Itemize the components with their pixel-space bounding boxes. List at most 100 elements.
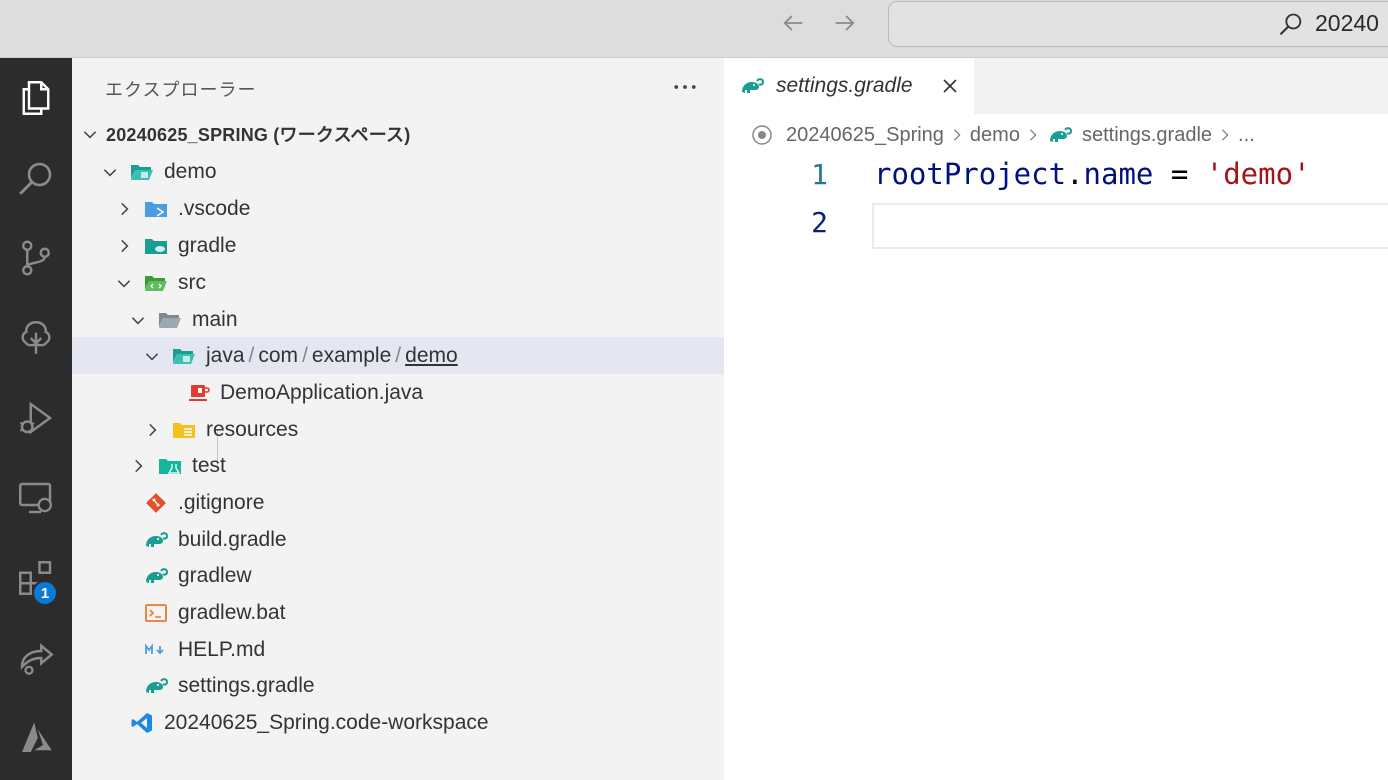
tree-row-main[interactable]: main	[72, 301, 724, 338]
current-line-highlight	[872, 203, 1388, 249]
folder-src-icon	[142, 270, 170, 296]
close-icon[interactable]	[938, 74, 962, 98]
command-center-search[interactable]: 20240	[888, 1, 1388, 47]
path-separator: /	[395, 343, 402, 367]
azure-button[interactable]	[0, 698, 72, 778]
breadcrumb-ellipsis[interactable]: ...	[1238, 123, 1255, 146]
live-share-button[interactable]	[0, 618, 72, 698]
editor-area: settings.gradle 20240625_Spring demo set…	[724, 58, 1388, 780]
search-icon	[19, 162, 52, 195]
git-file-icon	[142, 490, 170, 516]
chevron-right-icon	[953, 129, 961, 141]
path-segment-com[interactable]: com	[258, 343, 299, 367]
gradle-icon	[142, 527, 170, 553]
files-icon	[22, 81, 50, 115]
tab-settings-gradle[interactable]: settings.gradle	[724, 58, 974, 114]
tree-row-code-workspace[interactable]: 20240625_Spring.code-workspace	[72, 704, 724, 741]
azure-icon	[22, 722, 52, 752]
tree-row-gitignore[interactable]: .gitignore	[72, 484, 724, 521]
forward-arrow-icon[interactable]	[828, 8, 862, 38]
workspace-root-label: 20240625_SPRING (ワークスペース)	[106, 124, 411, 145]
remote-explorer-button[interactable]	[0, 458, 72, 538]
search-view-button[interactable]	[0, 138, 72, 218]
chevron-right-icon	[126, 454, 150, 478]
breadcrumb-file[interactable]: settings.gradle	[1081, 123, 1213, 146]
tree-row-resources[interactable]: resources	[72, 411, 724, 448]
gradle-icon	[738, 73, 766, 99]
tree-item-label: demo	[164, 159, 217, 183]
tree-item-label: .vscode	[178, 196, 251, 220]
explorer-sidebar: エクスプローラー 20240625_SPRING (ワークスペース) demo …	[72, 58, 724, 780]
breadcrumb-workspace[interactable]: 20240625_Spring	[786, 123, 944, 146]
tree-row-src[interactable]: src	[72, 264, 724, 301]
source-control-icon	[21, 240, 50, 276]
vscode-icon	[128, 710, 156, 736]
explorer-button[interactable]	[0, 58, 72, 138]
run-debug-icon	[20, 401, 53, 435]
search-text: 20240	[1315, 10, 1379, 36]
source-control-button[interactable]	[0, 218, 72, 298]
activity-bar: 1	[0, 58, 72, 780]
sidebar-title: エクスプローラー	[105, 80, 257, 100]
folder-open-icon	[156, 307, 184, 333]
tab-label: settings.gradle	[776, 74, 913, 97]
chevron-right-icon	[1029, 129, 1037, 141]
code-identifier: rootProject	[874, 157, 1067, 191]
line-number: 2	[811, 206, 828, 239]
tree-row-test[interactable]: test	[72, 447, 724, 484]
chevron-right-icon	[112, 234, 136, 258]
extensions-badge: 1	[32, 580, 58, 606]
live-share-icon	[20, 643, 54, 675]
gradle-icon	[142, 563, 170, 589]
chevron-right-icon	[1221, 129, 1229, 141]
tree-item-label: main	[192, 307, 238, 331]
tree-row-demo[interactable]: demo	[72, 153, 724, 190]
extensions-button[interactable]	[0, 538, 72, 618]
tree-item-label: build.gradle	[178, 527, 287, 551]
tree-row-build-gradle[interactable]: build.gradle	[72, 521, 724, 558]
tree-row-java-package[interactable]: java / com / example / demo	[72, 337, 724, 374]
tree-row-vscode[interactable]: .vscode	[72, 190, 724, 227]
tree-item-label: gradlew	[178, 563, 252, 587]
tree-view-button[interactable]	[0, 298, 72, 378]
tree-row-gradlew-bat[interactable]: gradlew.bat	[72, 594, 724, 631]
path-segment-java[interactable]: java	[206, 343, 245, 367]
tree-row-help-md[interactable]: HELP.md	[72, 631, 724, 668]
tree-item-label: gradlew.bat	[178, 600, 286, 624]
breadcrumb: 20240625_Spring demo settings.gradle ...	[750, 120, 1255, 150]
tree-item-label: 20240625_Spring.code-workspace	[164, 710, 489, 734]
tree-item-label: .gitignore	[178, 490, 265, 514]
folder-open-icon	[128, 159, 156, 185]
tree-item-label: resources	[206, 417, 299, 441]
indent-guide	[217, 430, 218, 468]
line-number: 1	[811, 158, 828, 191]
folder-vscode-icon	[142, 196, 170, 222]
chevron-down-icon	[78, 122, 102, 146]
tree-row-workspace-root[interactable]: 20240625_SPRING (ワークスペース)	[72, 115, 724, 152]
folder-resources-icon	[170, 417, 198, 443]
more-actions-icon[interactable]	[670, 72, 700, 102]
tree-item-label: settings.gradle	[178, 673, 315, 697]
tree-row-gradlew[interactable]: gradlew	[72, 557, 724, 594]
path-segment-example[interactable]: example	[311, 343, 392, 367]
chevron-right-icon	[140, 418, 164, 442]
path-segment-demo[interactable]: demo	[405, 343, 458, 367]
tree-row-demo-application[interactable]: DemoApplication.java	[72, 374, 724, 411]
tree-row-settings-gradle[interactable]: settings.gradle	[72, 667, 724, 704]
chevron-down-icon	[98, 160, 122, 184]
tab-bar: settings.gradle	[724, 58, 1388, 114]
chevron-down-icon	[126, 308, 150, 332]
code-dot: .	[1066, 157, 1084, 191]
code-operator: =	[1153, 157, 1206, 191]
chevron-down-icon	[112, 271, 136, 295]
back-arrow-icon[interactable]	[776, 8, 810, 38]
tree-row-gradle-folder[interactable]: gradle	[72, 227, 724, 264]
breadcrumb-folder[interactable]: demo	[969, 123, 1020, 146]
tree-item-label: DemoApplication.java	[220, 380, 424, 404]
run-debug-button[interactable]	[0, 378, 72, 458]
folder-gradle-icon	[142, 233, 170, 259]
gradle-icon	[1046, 122, 1074, 148]
code-line-1[interactable]: rootProject.name = 'demo'	[874, 157, 1311, 191]
title-bar: 20240	[0, 0, 1388, 58]
code-string: 'demo'	[1205, 157, 1311, 191]
